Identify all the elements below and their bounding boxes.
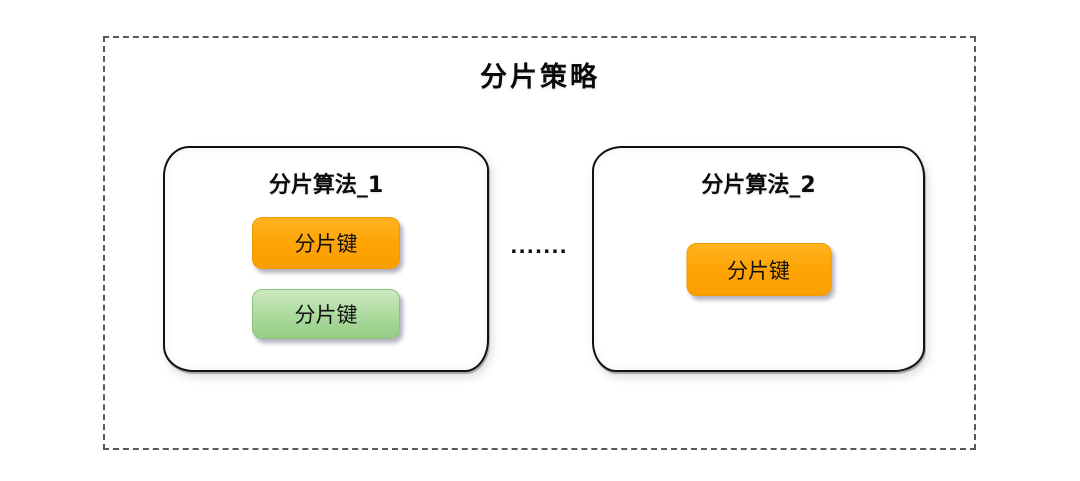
algorithm-2-title: 分片算法_2 (701, 173, 816, 198)
algorithm-box-2: 分片算法_2 分片键 (592, 146, 925, 372)
strategy-title: 分片策略 (480, 62, 600, 93)
ellipsis-dots: ....... (510, 236, 568, 258)
strategy-dashed-frame (103, 36, 976, 450)
shard-key-badge-green: 分片键 (252, 289, 400, 339)
algorithm-box-1: 分片算法_1 分片键 分片键 (163, 146, 489, 372)
shard-key-badge-orange-1: 分片键 (252, 217, 400, 269)
shard-key-badge-orange-2: 分片键 (686, 243, 831, 296)
algorithm-1-title: 分片算法_1 (268, 173, 384, 198)
